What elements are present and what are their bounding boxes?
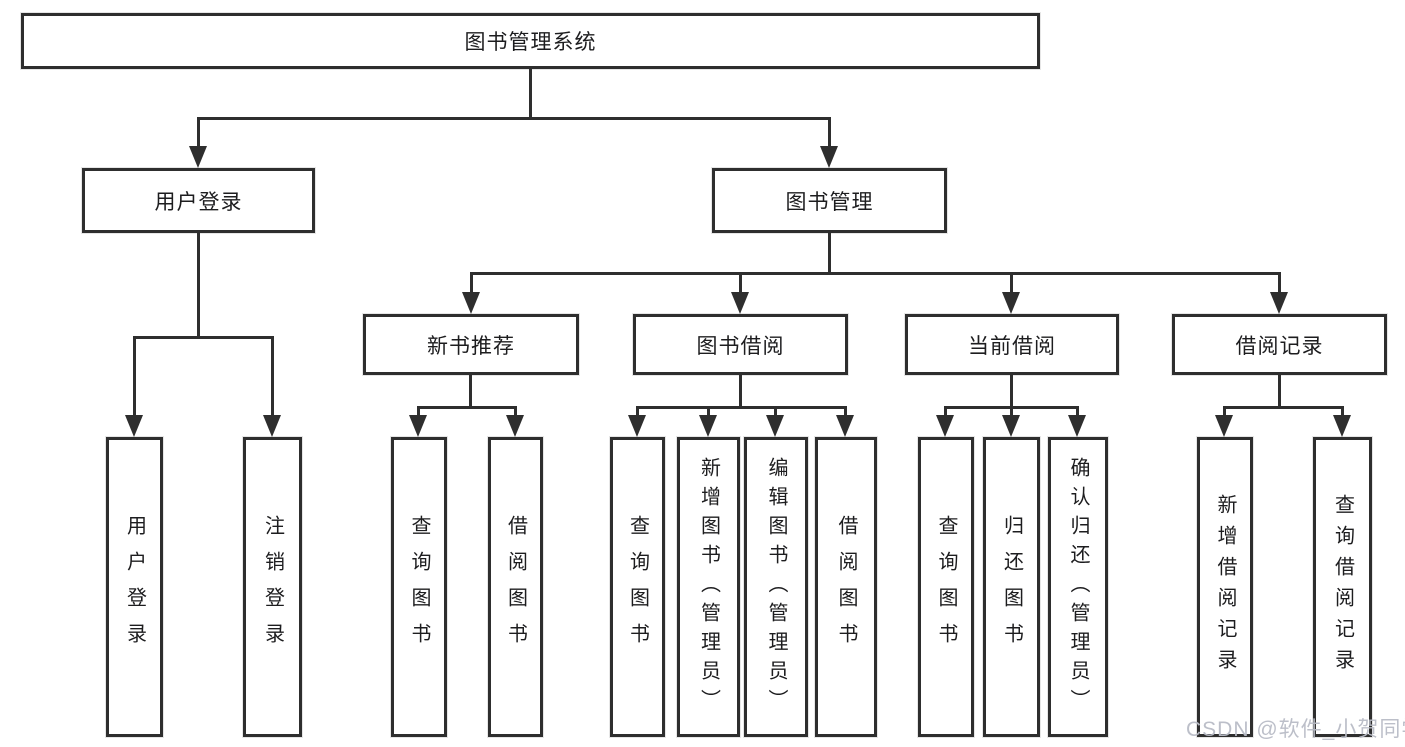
connector-line <box>1278 272 1281 294</box>
connector-line <box>828 233 831 275</box>
node-label: 借阅记录 <box>1235 334 1324 358</box>
node-label: 图书管理 <box>785 190 874 214</box>
connector-line <box>828 117 831 148</box>
arrow-down-icon <box>1215 415 1233 437</box>
connector-line <box>1010 406 1013 417</box>
node-label: 归还图书 <box>1000 515 1023 659</box>
arrow-down-icon <box>699 415 717 437</box>
node-label: 图书借阅 <box>696 334 785 358</box>
leaf-query-books-recommend: 查询图书 <box>391 437 447 737</box>
arrow-down-icon <box>628 415 646 437</box>
node-label: 新增图书（管理员） <box>697 456 720 718</box>
leaf-add-book-admin: 新增图书（管理员） <box>677 437 740 737</box>
leaf-query-books-borrowing: 查询图书 <box>610 437 665 737</box>
leaf-return-book: 归还图书 <box>983 437 1040 737</box>
leaf-query-books-current: 查询图书 <box>918 437 974 737</box>
connector-line <box>133 336 136 416</box>
leaf-confirm-return-admin: 确认归还（管理员） <box>1048 437 1108 737</box>
node-book-borrowing: 图书借阅 <box>633 314 848 375</box>
connector-line <box>1010 272 1013 294</box>
arrow-down-icon <box>836 415 854 437</box>
arrow-down-icon <box>1333 415 1351 437</box>
connector-line <box>1223 406 1226 417</box>
connector-line <box>197 117 200 148</box>
node-new-book-recommendation: 新书推荐 <box>363 314 579 375</box>
connector-line <box>470 272 1281 275</box>
connector-line <box>470 272 473 294</box>
connector-line <box>636 406 639 417</box>
node-library-management-system: 图书管理系统 <box>21 13 1040 69</box>
connector-line <box>529 68 532 120</box>
arrow-down-icon <box>1270 292 1288 314</box>
connector-line <box>271 336 274 416</box>
node-label: 查询图书 <box>408 515 430 659</box>
connector-line <box>636 406 847 409</box>
node-label: 用户登录 <box>154 190 243 214</box>
arrow-down-icon <box>936 415 954 437</box>
node-label: 图书管理系统 <box>464 31 597 54</box>
node-label: 确认归还（管理员） <box>1067 456 1089 718</box>
node-label: 查询图书 <box>626 515 649 659</box>
arrow-down-icon <box>125 415 143 437</box>
node-user-login: 用户登录 <box>82 168 315 233</box>
connector-line <box>417 406 420 417</box>
leaf-user-login: 用户登录 <box>106 437 163 737</box>
leaf-edit-book-admin: 编辑图书（管理员） <box>744 437 808 737</box>
leaf-add-borrow-record: 新增借阅记录 <box>1197 437 1253 737</box>
node-label: 当前借阅 <box>968 334 1056 358</box>
connector-line <box>774 406 777 417</box>
node-label: 查询借阅记录 <box>1331 494 1354 680</box>
connector-line <box>739 375 742 409</box>
connector-line <box>1223 406 1344 409</box>
arrow-down-icon <box>766 415 784 437</box>
arrow-down-icon <box>1002 415 1020 437</box>
connector-line <box>1341 406 1344 417</box>
connector-line <box>707 406 710 417</box>
connector-line <box>197 233 200 339</box>
connector-line <box>514 406 517 417</box>
leaf-borrow-book-recommend: 借阅图书 <box>488 437 543 737</box>
arrow-down-icon <box>731 292 749 314</box>
connector-line <box>197 117 831 120</box>
arrow-down-icon <box>820 146 838 168</box>
arrow-down-icon <box>462 292 480 314</box>
arrow-down-icon <box>506 415 524 437</box>
node-label: 查询图书 <box>935 515 957 659</box>
connector-line <box>1076 406 1079 417</box>
leaf-borrow-book: 借阅图书 <box>815 437 877 737</box>
node-label: 新书推荐 <box>427 334 515 358</box>
connector-line <box>469 375 472 409</box>
node-label: 借阅图书 <box>504 515 527 659</box>
connector-line <box>1278 375 1281 409</box>
node-borrowing-records: 借阅记录 <box>1172 314 1387 375</box>
node-label: 用户登录 <box>123 515 146 659</box>
node-current-borrowing: 当前借阅 <box>905 314 1119 375</box>
arrow-down-icon <box>189 146 207 168</box>
connector-line <box>844 406 847 417</box>
connector-line <box>417 406 517 409</box>
leaf-logout: 注销登录 <box>243 437 302 737</box>
connector-line <box>1010 375 1013 409</box>
arrow-down-icon <box>409 415 427 437</box>
connector-line <box>133 336 274 339</box>
csdn-watermark: CSDN @软件_小贺同学 <box>1186 718 1405 741</box>
node-book-management: 图书管理 <box>712 168 947 233</box>
node-label: 编辑图书（管理员） <box>765 456 787 718</box>
leaf-query-borrow-record: 查询借阅记录 <box>1313 437 1372 737</box>
node-label: 新增借阅记录 <box>1214 494 1236 680</box>
arrow-down-icon <box>1002 292 1020 314</box>
node-label: 借阅图书 <box>835 515 857 659</box>
node-label: 注销登录 <box>261 515 284 659</box>
arrow-down-icon <box>1068 415 1086 437</box>
arrow-down-icon <box>263 415 281 437</box>
connector-line <box>739 272 742 294</box>
connector-line <box>944 406 947 417</box>
